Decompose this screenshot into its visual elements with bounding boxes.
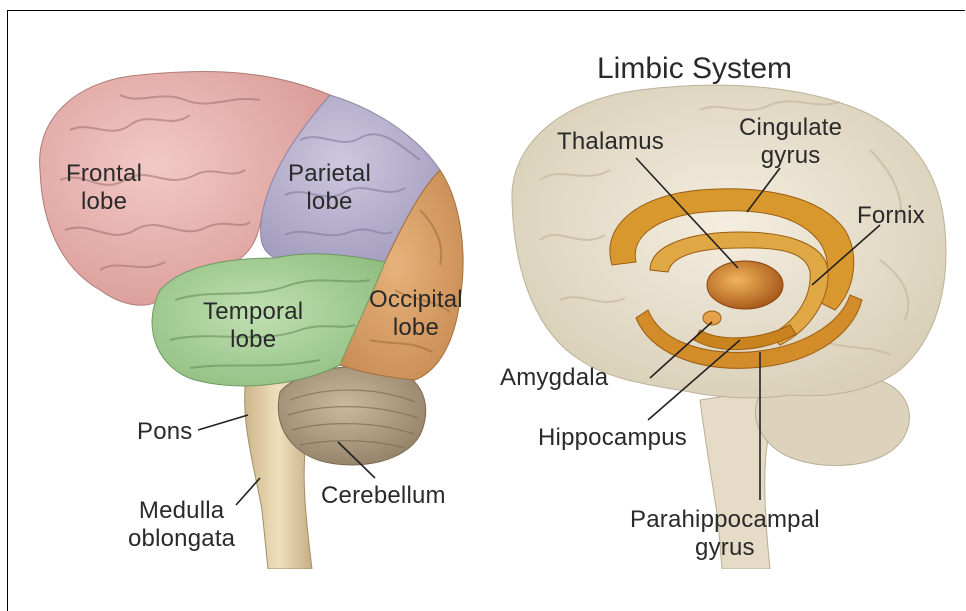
label-amygdala: Amygdala	[500, 364, 608, 392]
label-cerebellum: Cerebellum	[321, 482, 446, 510]
label-medulla-oblongata: Medulla oblongata	[128, 497, 235, 553]
thalamus	[707, 261, 783, 309]
cerebellum	[278, 366, 425, 464]
diagram-title: Limbic System	[597, 52, 792, 86]
label-parahippocampal-gyrus: Parahippocampal gyrus	[630, 506, 820, 562]
label-occipital-lobe: Occipital lobe	[369, 286, 463, 342]
label-hippocampus: Hippocampus	[538, 424, 687, 452]
brain-illustrations	[0, 0, 966, 569]
right-brain	[512, 85, 946, 569]
label-cingulate-gyrus: Cingulate gyrus	[739, 114, 842, 170]
label-frontal-lobe: Frontal lobe	[66, 160, 142, 216]
label-pons: Pons	[137, 418, 193, 446]
label-parietal-lobe: Parietal lobe	[288, 160, 371, 216]
label-thalamus: Thalamus	[557, 128, 664, 156]
label-temporal-lobe: Temporal lobe	[203, 298, 303, 354]
label-fornix: Fornix	[857, 202, 925, 230]
